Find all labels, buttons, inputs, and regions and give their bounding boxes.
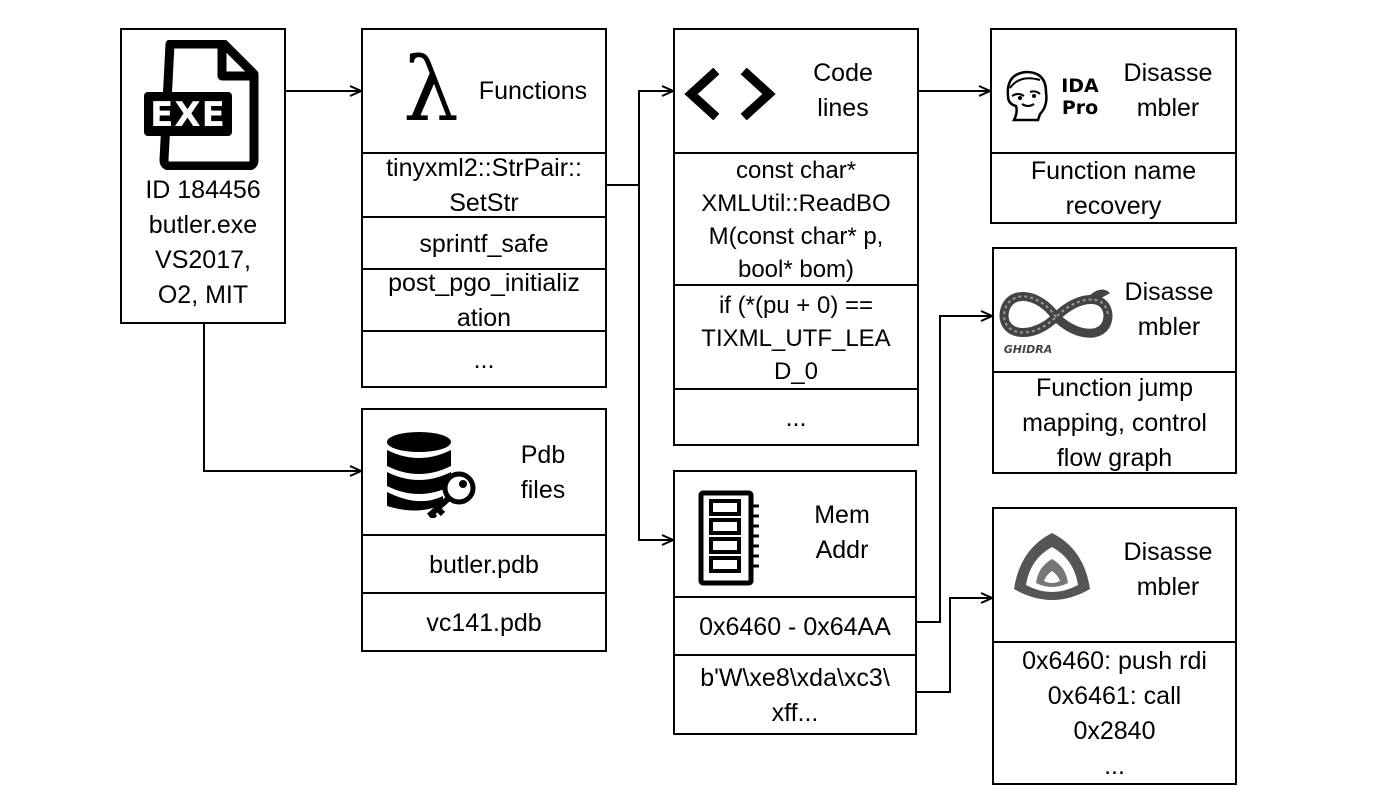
ghidra-box: GHIDRA Disasse mbler Function jump mappi… xyxy=(992,247,1237,474)
exe-compiler: VS2017, xyxy=(155,246,251,274)
svg-text:λ: λ xyxy=(403,52,459,130)
pdb-title: Pdb files xyxy=(520,441,566,504)
code-brackets-icon xyxy=(684,68,776,120)
ghidra-dragon-logo-icon: GHIDRA xyxy=(999,289,1113,356)
pdb-row: butler.pdb xyxy=(363,534,605,594)
code-title: Code lines xyxy=(813,59,873,122)
function-row: ... xyxy=(363,330,605,388)
arrow-exe-to-pdb xyxy=(203,323,361,471)
binja-disasm-row: 0x6460: push rdi 0x6461: call 0x2840 ... xyxy=(994,641,1235,785)
code-lines-box: Code lines const char* XMLUtil::ReadBO M… xyxy=(673,28,919,446)
ida-pro-logo-icon: IDA Pro xyxy=(1006,70,1099,122)
database-key-icon xyxy=(387,432,476,518)
svg-text:GHIDRA: GHIDRA xyxy=(1004,343,1052,356)
mem-range-row: 0x6460 - 0x64AA xyxy=(675,596,915,656)
arrow-functions-to-code xyxy=(607,91,673,186)
pdb-row: vc141.pdb xyxy=(363,592,605,652)
ghidra-header: GHIDRA Disasse mbler xyxy=(994,249,1235,371)
ida-title: Disasse mbler xyxy=(1123,59,1213,122)
arrow-functions-to-mem xyxy=(638,185,673,540)
svg-text:Pro: Pro xyxy=(1062,97,1098,119)
functions-box: λ Functions tinyxml2::StrPair:: SetStr s… xyxy=(361,28,607,388)
binja-title: Disasse mbler xyxy=(1123,538,1213,601)
functions-title: Functions xyxy=(478,77,588,105)
pdb-header: Pdb files xyxy=(363,410,605,536)
mem-addr-box: Mem Addr 0x6460 - 0x64AA b'W\xe8\xda\xc3… xyxy=(673,470,917,735)
binary-ninja-box: Disasse mbler 0x6460: push rdi 0x6461: c… xyxy=(992,507,1237,785)
binja-header: Disasse mbler xyxy=(994,509,1235,643)
svg-text:IDA: IDA xyxy=(1061,75,1099,97)
ida-pro-box: IDA Pro Disasse mbler Function name reco… xyxy=(990,28,1237,224)
exe-options: O2, MIT xyxy=(157,281,249,309)
mem-title: Mem Addr xyxy=(814,501,870,564)
ida-feature-row: Function name recovery xyxy=(992,152,1235,224)
exe-box: EXE ID 184456 butler.exe VS2017, O2, MIT xyxy=(120,28,286,324)
code-row: if (*(pu + 0) == TIXML_UTF_LEA D_0 xyxy=(675,284,917,390)
arrow-mem-to-ghidra xyxy=(917,316,992,623)
functions-header: λ Functions xyxy=(363,30,605,152)
code-row: const char* XMLUtil::ReadBO M(const char… xyxy=(675,152,917,286)
svg-text:EXE: EXE xyxy=(150,95,226,135)
lambda-icon: λ xyxy=(403,52,459,130)
arrow-mem-to-binja xyxy=(917,598,992,693)
ida-header: IDA Pro Disasse mbler xyxy=(992,30,1235,154)
function-row: sprintf_safe xyxy=(363,216,605,270)
code-header: Code lines xyxy=(675,30,917,152)
exe-file-icon: EXE xyxy=(144,40,259,170)
function-row: tinyxml2::StrPair:: SetStr xyxy=(363,152,605,218)
ghidra-title: Disasse mbler xyxy=(1124,278,1214,341)
mem-bytes-row: b'W\xe8\xda\xc3\ xff... xyxy=(675,654,915,735)
exe-id: ID 184456 xyxy=(145,176,261,204)
binary-ninja-logo-icon xyxy=(1014,533,1090,600)
mem-header: Mem Addr xyxy=(675,472,915,596)
exe-info: ID 184456 butler.exe VS2017, O2, MIT xyxy=(122,173,284,313)
memory-chip-icon xyxy=(698,490,759,586)
ghidra-feature-row: Function jump mapping, control flow grap… xyxy=(994,371,1235,474)
pdb-box: Pdb files butler.pdb vc141.pdb xyxy=(361,408,607,652)
exe-filename: butler.exe xyxy=(148,211,258,239)
code-row: ... xyxy=(675,388,917,446)
function-row: post_pgo_initializ ation xyxy=(363,268,605,332)
